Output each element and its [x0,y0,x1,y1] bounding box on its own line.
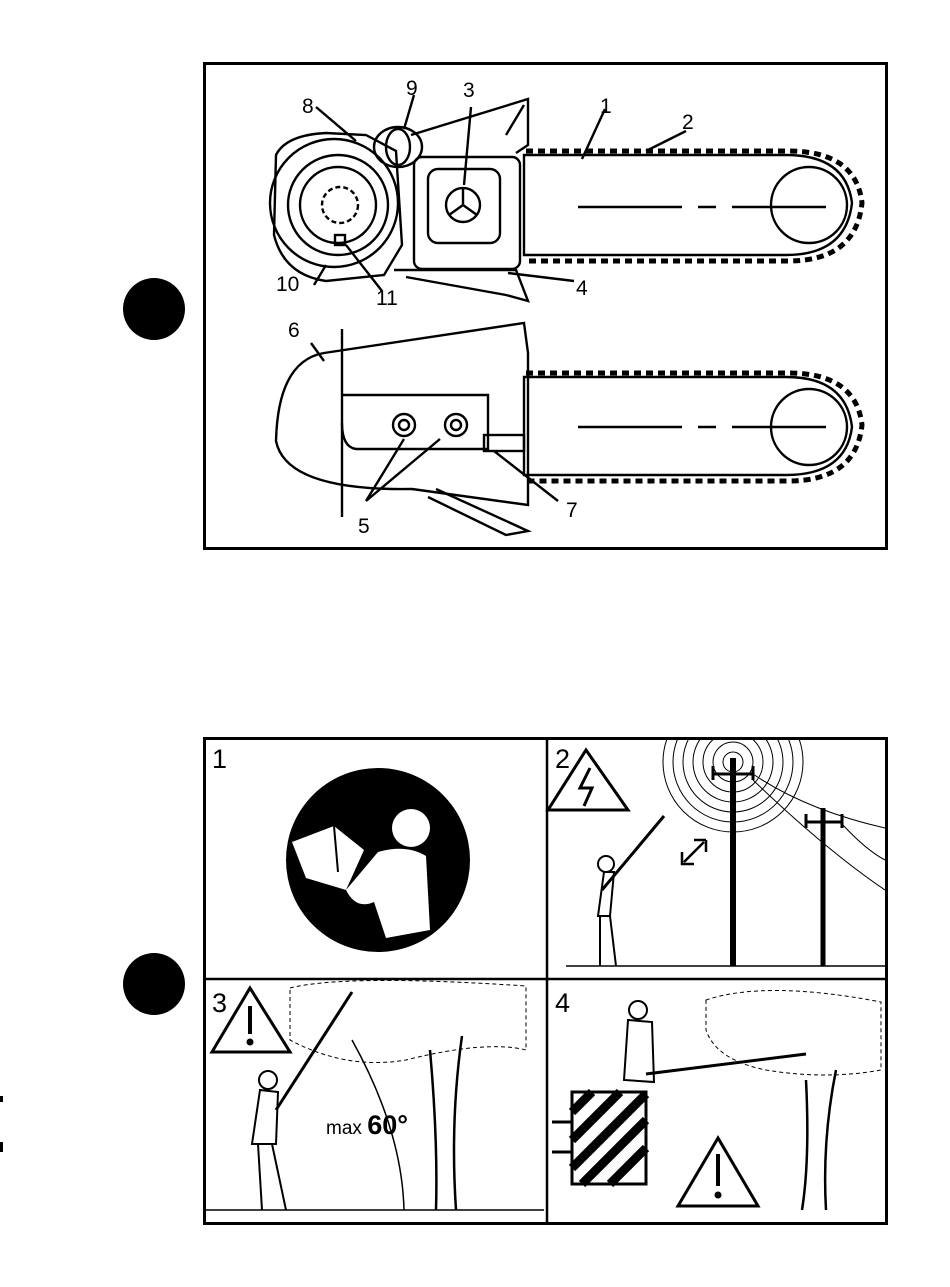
tensioner-screw [484,435,524,451]
read-manual-icon [286,768,470,952]
margin-mark [0,1142,3,1152]
callout-9: 9 [406,77,418,100]
lift-basket-scene [552,990,881,1210]
max-angle-value: 60° [367,1110,408,1140]
panel-number-3: 3 [212,990,227,1017]
callout-11: 11 [376,287,398,310]
figure-safety-pictograms: 1 2 3 4 max 60° [203,737,888,1225]
callout-6: 6 [288,319,300,342]
callout-7: 7 [566,499,578,522]
panel-number-4: 4 [555,990,570,1017]
section-bullet-bottom [123,953,185,1015]
callout-5: 5 [358,515,370,538]
chainsaw-parts-drawing: 1 2 3 4 5 6 7 8 9 10 11 [206,65,885,547]
margin-mark [0,1096,3,1102]
guide-bar-top [524,155,852,255]
max-angle-scene [206,980,544,1210]
clutch-drum-inner [300,167,376,243]
warning-triangle-bottom [678,1138,758,1206]
callout-1: 1 [600,95,612,118]
clutch-drum [288,155,388,255]
bar-nut-left [393,414,415,436]
section-bullet-top [123,278,185,340]
callout-4: 4 [576,277,588,300]
max-angle-prefix: max [326,1118,362,1139]
electric-hazard-scene [548,740,885,966]
sprocket [322,187,358,223]
bar-nut-right [445,414,467,436]
figure-chainsaw-parts: 1 2 3 4 5 6 7 8 9 10 11 [203,62,888,550]
panel-number-1: 1 [212,746,227,773]
callout-8: 8 [302,95,314,118]
safety-grid [206,740,885,1222]
max-angle-label: max 60° [326,1110,408,1141]
callout-3: 3 [463,79,475,102]
callout-10: 10 [276,273,299,296]
callout-2: 2 [682,111,694,134]
panel-number-2: 2 [555,746,570,773]
